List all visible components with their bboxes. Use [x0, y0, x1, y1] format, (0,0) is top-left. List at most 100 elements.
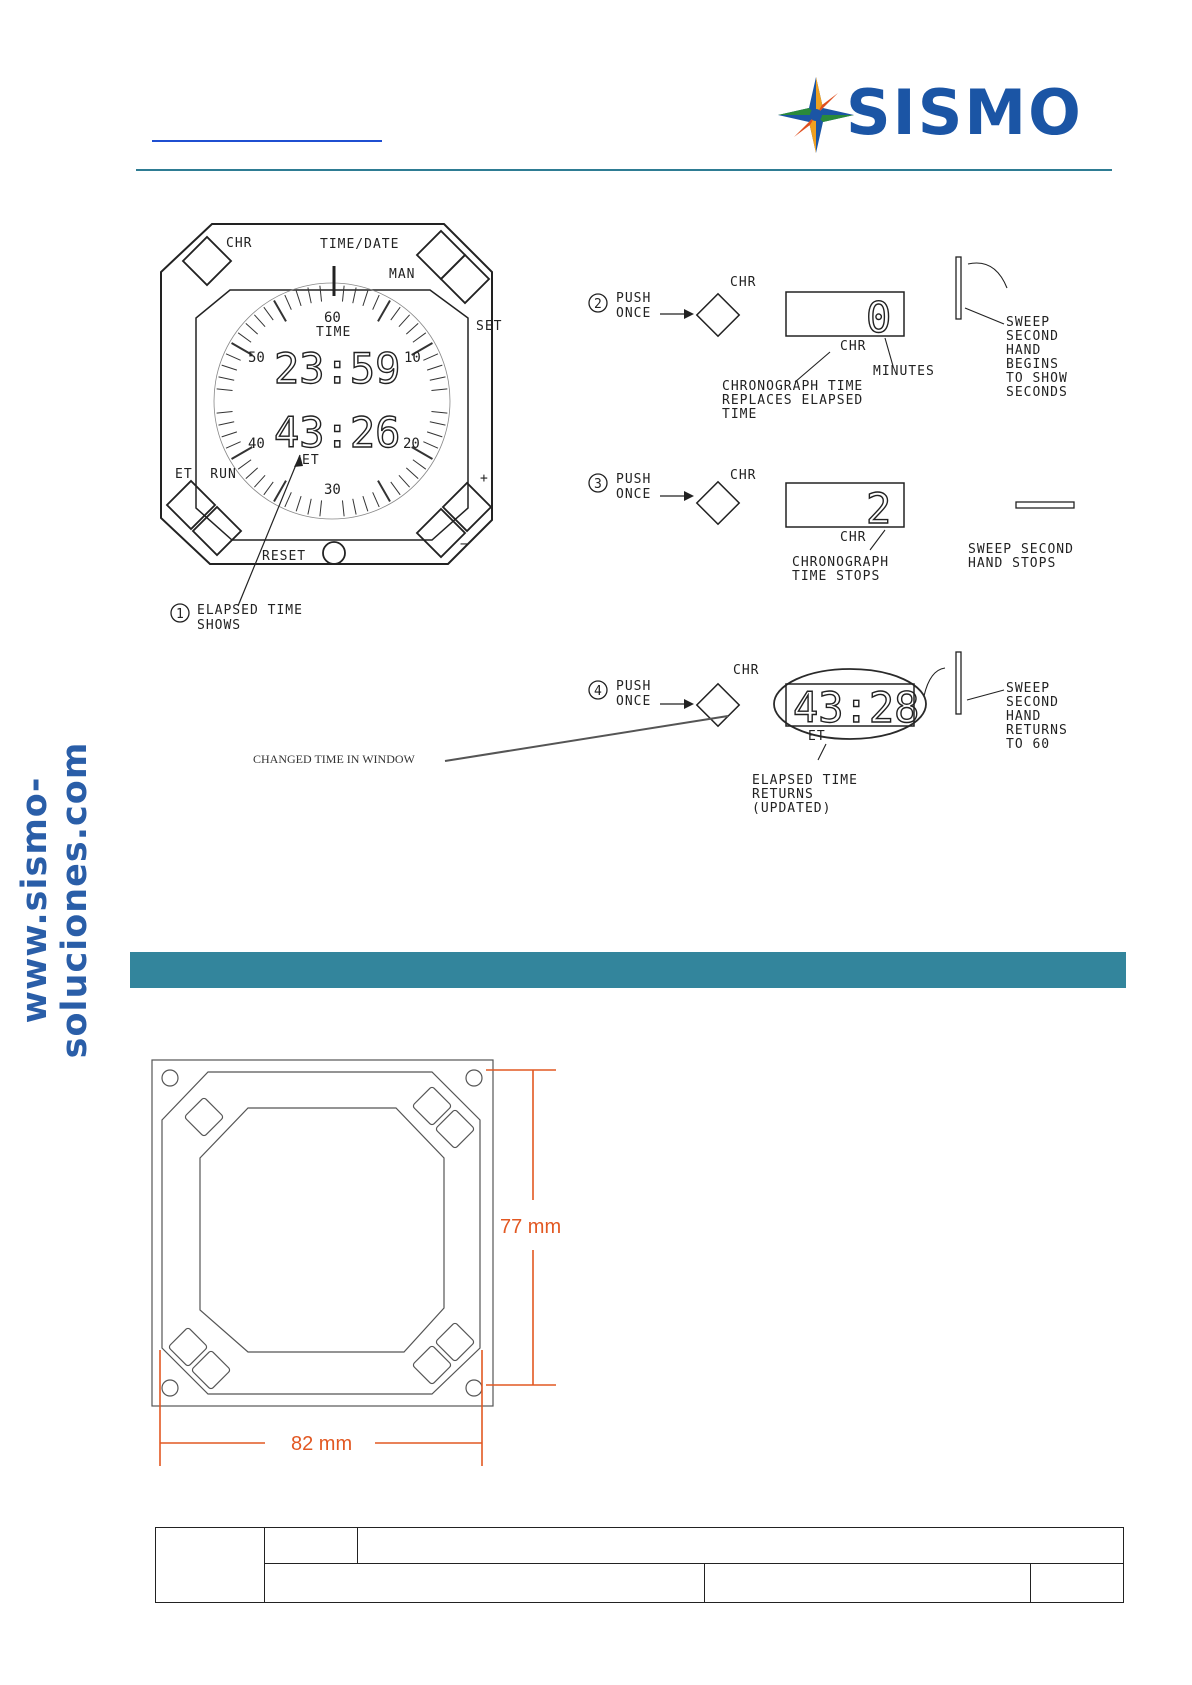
chr-button[interactable] — [181, 235, 233, 287]
dial-50: 50 — [248, 350, 265, 366]
minus-button[interactable] — [415, 507, 467, 559]
footer-cell — [155, 1527, 265, 1603]
step2-sweep-1: SWEEP — [1006, 315, 1050, 330]
panel-outline — [151, 1059, 494, 1407]
step2-sweep-hand — [955, 256, 962, 320]
dial-tick — [398, 474, 410, 488]
step2-window — [785, 291, 905, 337]
dial-tick — [245, 323, 259, 335]
footer-cell — [264, 1527, 358, 1564]
dial-tick — [221, 431, 238, 438]
step2-minutes: MINUTES — [873, 364, 935, 379]
dial-tick — [390, 306, 401, 321]
step2-chr-button — [695, 292, 741, 338]
step4-sweep-5: TO 60 — [1006, 737, 1050, 752]
dial-tick — [377, 300, 391, 322]
step4-sweep-1: SWEEP — [1006, 681, 1050, 696]
footer-cell — [264, 1563, 705, 1603]
et-run-label: ET RUN — [175, 467, 237, 482]
time-label: TIME — [316, 325, 351, 340]
dial-tick — [237, 459, 252, 470]
step2-sweep-4: BEGINS — [1006, 357, 1059, 372]
dial-tick — [273, 480, 287, 502]
light-sensor — [322, 541, 346, 565]
dial-tick — [319, 500, 323, 517]
dial-tick — [372, 492, 380, 508]
dial-tick — [405, 323, 419, 335]
step3-note-2: TIME STOPS — [792, 569, 880, 584]
et-button[interactable] — [165, 479, 217, 531]
step3-note-1: CHRONOGRAPH — [792, 555, 889, 570]
dial-tick — [426, 431, 443, 438]
header-link[interactable] — [152, 122, 382, 142]
footer-cell — [357, 1527, 1124, 1564]
dial-30: 30 — [324, 482, 341, 498]
dial-tick — [352, 498, 357, 515]
dial-tick — [216, 388, 233, 392]
dial-tick — [307, 498, 312, 515]
dial-tick — [412, 332, 427, 343]
et-label: ET — [302, 453, 320, 468]
dial-tick — [429, 421, 446, 426]
dial-tick — [362, 495, 369, 512]
reset-label: RESET — [262, 549, 306, 564]
step4-push: PUSH — [616, 679, 651, 694]
dial-tick — [263, 481, 274, 496]
dial-tick — [225, 353, 241, 361]
window-outline — [199, 1107, 445, 1353]
dial-tick — [245, 467, 259, 479]
step3-push: PUSH — [616, 472, 651, 487]
dial-tick — [254, 314, 266, 328]
step4-chr-button — [695, 682, 741, 728]
header-divider — [136, 169, 1112, 171]
dial-tick — [295, 290, 302, 307]
dial-tick — [398, 314, 410, 328]
step4-sweep-hand — [955, 651, 962, 715]
dial-tick — [423, 353, 439, 361]
chronograph-diagram: CHR TIME/DATE MAN SET ET RUN + − RESET 6… — [160, 223, 1075, 816]
footer-table — [155, 1527, 1124, 1603]
dial-tick — [284, 492, 292, 508]
logo-text: SISMO — [846, 76, 1083, 149]
chr-label: CHR — [226, 236, 252, 251]
step3-chr: CHR — [730, 468, 756, 483]
dial-tick — [263, 306, 274, 321]
dial-ticks — [216, 285, 448, 517]
step4-highlight-ellipse — [773, 668, 927, 740]
reset-button[interactable] — [191, 505, 243, 557]
step3-chr-button — [695, 480, 741, 526]
minus-label: − — [460, 537, 469, 552]
dial-tick — [221, 364, 238, 371]
step4-note-2: RETURNS — [752, 787, 814, 802]
dial-tick — [426, 364, 443, 371]
clock-face — [160, 223, 493, 565]
step3-sweep-2: HAND STOPS — [968, 556, 1056, 571]
section-header-bar — [130, 952, 1126, 988]
dial-tick — [307, 287, 312, 304]
set-button[interactable] — [439, 253, 491, 305]
dial-tick — [216, 410, 233, 414]
dial-tick — [284, 294, 292, 310]
dial-tick — [431, 388, 448, 392]
step3-window — [785, 482, 905, 528]
step4-digits: 43:28 — [793, 683, 919, 732]
dial-40: 40 — [248, 436, 265, 452]
dial-tick — [254, 474, 266, 488]
step4-once: ONCE — [616, 694, 651, 709]
et-display: 43:26 — [274, 408, 400, 457]
step3-once: ONCE — [616, 487, 651, 502]
step4-note-3: (UPDATED) — [752, 801, 831, 816]
step3-sweep-hand — [1015, 501, 1075, 509]
dial-10: 10 — [404, 350, 421, 366]
step3-sweep-1: SWEEP SECOND — [968, 542, 1074, 557]
dial-tick — [352, 287, 357, 304]
plus-button[interactable] — [441, 481, 493, 533]
dial-tick — [390, 481, 401, 496]
dial-tick — [431, 410, 448, 414]
step1-number: 1 — [176, 607, 185, 622]
step2-sweep-6: SECONDS — [1006, 385, 1068, 400]
dial-tick — [225, 441, 241, 449]
step2-once: ONCE — [616, 306, 651, 321]
dial-20: 20 — [403, 436, 420, 452]
step2-digit: 0 — [866, 293, 891, 342]
